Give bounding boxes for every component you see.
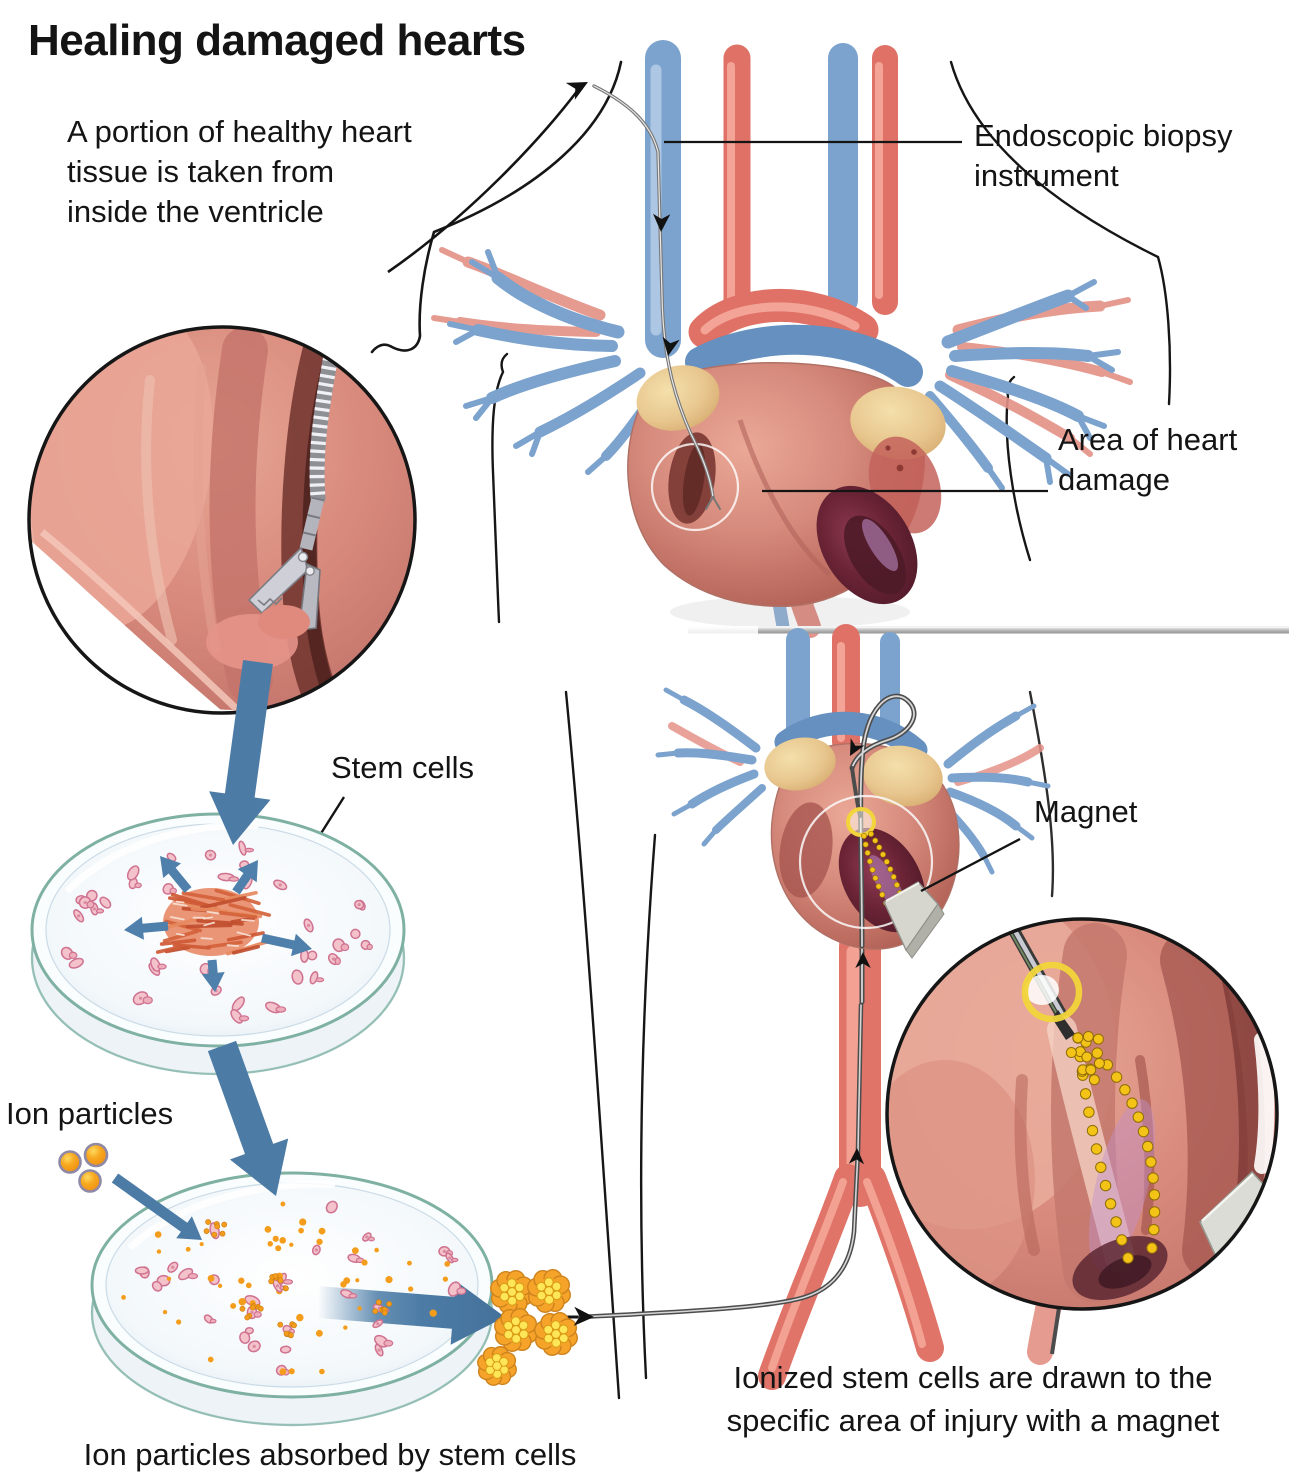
annotation-ion-particles: Ion particles — [6, 1096, 174, 1131]
top-heart — [627, 362, 946, 628]
annotation-heart-damage: Area of heart damage — [1058, 422, 1238, 497]
biopsy-forceps — [247, 342, 340, 639]
stem-cell-dot-stream — [1065, 1030, 1161, 1264]
lower-heart — [764, 693, 960, 959]
dish1-stem-cells — [60, 840, 373, 1024]
needle-halo — [1021, 961, 1083, 1023]
caption-absorbed: Ion particles absorbed by stem cells — [83, 1437, 577, 1472]
page-title: Healing damaged hearts — [28, 16, 526, 65]
top-vessel-tree — [431, 40, 1133, 638]
annotation-stem-cells: Stem cells — [331, 750, 474, 785]
inset-magnet-circle — [885, 917, 1279, 1365]
heart-tissue-sample — [155, 888, 276, 956]
ion-particles-icon — [58, 1142, 109, 1193]
inset-biopsy-circle — [27, 325, 417, 715]
magnet-zone-circle — [798, 794, 934, 930]
annotation-magnet: Magnet — [1034, 794, 1138, 829]
ionized-stem-cell-clusters — [477, 1269, 578, 1386]
lower-torso-outline — [564, 690, 1055, 1400]
caption-magnet-draw: Ionized stem cells are drawn to the spec… — [726, 1360, 1220, 1438]
cell-spread-arrows — [124, 856, 312, 992]
insertion-guide-line — [387, 89, 580, 274]
section-divider — [688, 626, 1289, 634]
annotation-endoscope: Endoscopic biopsy instrument — [974, 118, 1233, 193]
leader-lines-top — [387, 89, 1048, 493]
injection-halo — [846, 807, 876, 837]
magnet-leader-line — [920, 837, 1021, 893]
annotation-biopsy: A portion of healthy heart tissue is tak… — [67, 114, 412, 229]
process-arrows — [111, 660, 505, 1345]
dish2-cells-and-ions — [121, 1200, 467, 1376]
direction-arrowheads — [565, 82, 871, 1326]
endoscope-catheter — [592, 84, 721, 510]
magnet-block — [883, 881, 945, 959]
